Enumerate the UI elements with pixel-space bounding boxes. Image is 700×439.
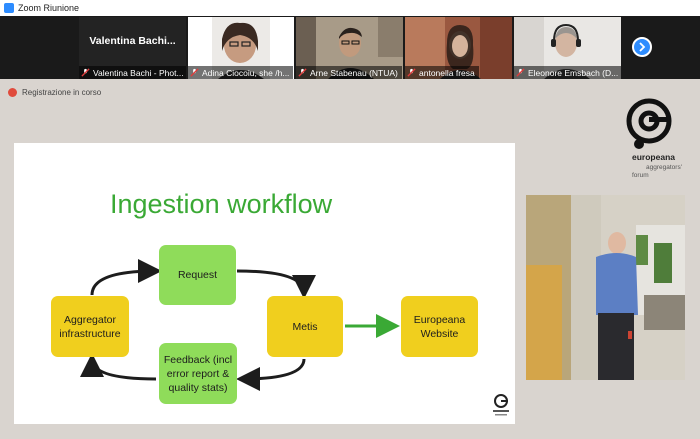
participant-tile[interactable]: Eleonore Emsbach (D... <box>514 17 621 79</box>
aggregator-box: Aggregator infrastructure <box>51 296 129 357</box>
recording-indicator[interactable]: Registrazione in corso <box>8 88 101 97</box>
participant-name-label: antonella fresa <box>405 66 479 79</box>
logo-subtitle: aggregators' forum <box>632 164 682 180</box>
europeana-website-box: Europeana Website <box>401 296 478 357</box>
muted-mic-icon <box>516 68 525 77</box>
participant-tile[interactable]: Arne Stabenau (NTUA) <box>296 17 403 79</box>
next-page-button[interactable] <box>632 37 652 57</box>
metis-box-label: Metis <box>292 320 318 333</box>
feedback-box-label: quality stats) <box>168 381 228 394</box>
recording-label: Registrazione in corso <box>22 88 102 97</box>
muted-mic-icon <box>298 68 307 77</box>
participant-name-text: Arne Stabenau (NTUA) <box>310 67 398 78</box>
participant-name-text: Valentina Bachi - Phot... <box>93 67 184 78</box>
participant-name-label: Arne Stabenau (NTUA) <box>296 66 402 79</box>
participant-name-text: Adina Ciocoiu, she /h... <box>202 67 290 78</box>
request-box-label: Request <box>177 269 218 281</box>
participant-tile[interactable]: Valentina Bachi... Valentina Bachi - Pho… <box>79 17 186 79</box>
speaker-video[interactable] <box>526 195 685 380</box>
logo-subtitle-line: forum <box>632 172 649 179</box>
feedback-box-label: error report & <box>166 367 230 380</box>
participant-display-name: Valentina Bachi... <box>89 35 176 47</box>
participant-name-label: Adina Ciocoiu, she /h... <box>188 66 294 79</box>
request-box: Request <box>159 245 236 305</box>
logo-wordmark: europeana <box>632 152 675 162</box>
metis-box: Metis <box>267 296 343 357</box>
arrow-feedback-aggregator <box>80 353 157 381</box>
muted-mic-icon <box>407 68 416 77</box>
next-page-icon <box>639 42 646 52</box>
speaker-video-feed <box>526 195 685 380</box>
workflow-arrows <box>80 259 400 391</box>
shared-slide: Ingestion workflow Request Aggregator in… <box>14 143 515 424</box>
slide-europeana-logo-icon <box>493 394 509 416</box>
muted-mic-icon <box>81 68 90 77</box>
europeana-box-label: Website <box>420 327 459 340</box>
participant-name-text: antonella fresa <box>419 67 475 78</box>
window-titlebar: Zoom Riunione <box>0 0 700 16</box>
muted-mic-icon <box>190 68 199 77</box>
feedback-box-label: Feedback (incl <box>163 353 233 366</box>
slide-title: Ingestion workflow <box>110 189 333 219</box>
aggregator-box-label: Aggregator <box>64 313 116 326</box>
participant-name-label: Valentina Bachi - Phot... <box>79 66 186 79</box>
window-title: Zoom Riunione <box>18 3 80 13</box>
participant-name-label: Eleonore Emsbach (D... <box>514 66 621 79</box>
arrow-request-metis <box>236 269 316 299</box>
europeana-box-label: Europeana <box>413 313 466 326</box>
zoom-icon <box>4 3 14 13</box>
recording-icon <box>8 88 17 97</box>
participant-tile[interactable]: Adina Ciocoiu, she /h... <box>188 17 294 79</box>
europeana-logo-icon <box>626 98 672 149</box>
participant-name-text: Eleonore Emsbach (D... <box>528 67 619 78</box>
participant-tile[interactable]: antonella fresa <box>405 17 512 79</box>
aggregator-box-label: infrastructure <box>59 327 121 340</box>
feedback-box: Feedback (incl error report & quality st… <box>159 343 237 404</box>
arrow-metis-feedback <box>236 358 306 391</box>
logo-subtitle-line: aggregators' <box>646 164 682 171</box>
arrow-aggregator-request <box>90 259 162 296</box>
